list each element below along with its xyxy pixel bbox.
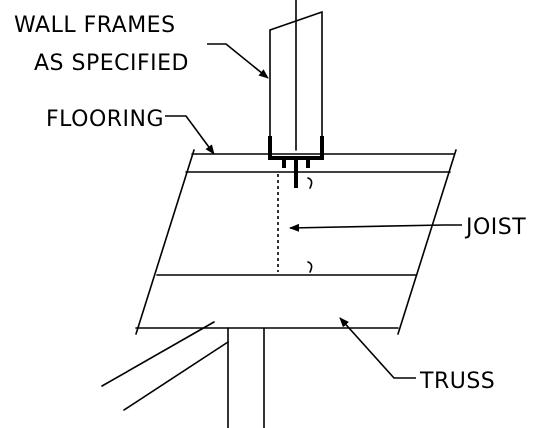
flooring-label: FLOORING	[46, 107, 164, 132]
truss-label: TRUSS	[419, 369, 495, 394]
bottom-plate-bracket	[268, 136, 324, 188]
joist-body	[135, 149, 457, 335]
wall-frame-stud	[269, 0, 323, 157]
joist-leader	[289, 223, 462, 232]
wall-frames-leader	[207, 43, 269, 79]
joist-label: JOIST	[464, 215, 526, 240]
truss-leader	[339, 317, 416, 379]
truss-web-members	[101, 321, 265, 428]
flooring-leader	[165, 115, 215, 155]
joist-nail	[277, 174, 313, 273]
wall-frames-label-line1: WALL FRAMES	[14, 13, 176, 38]
wall-frames-label-line2: AS SPECIFIED	[34, 51, 189, 76]
flooring-board	[185, 153, 455, 173]
